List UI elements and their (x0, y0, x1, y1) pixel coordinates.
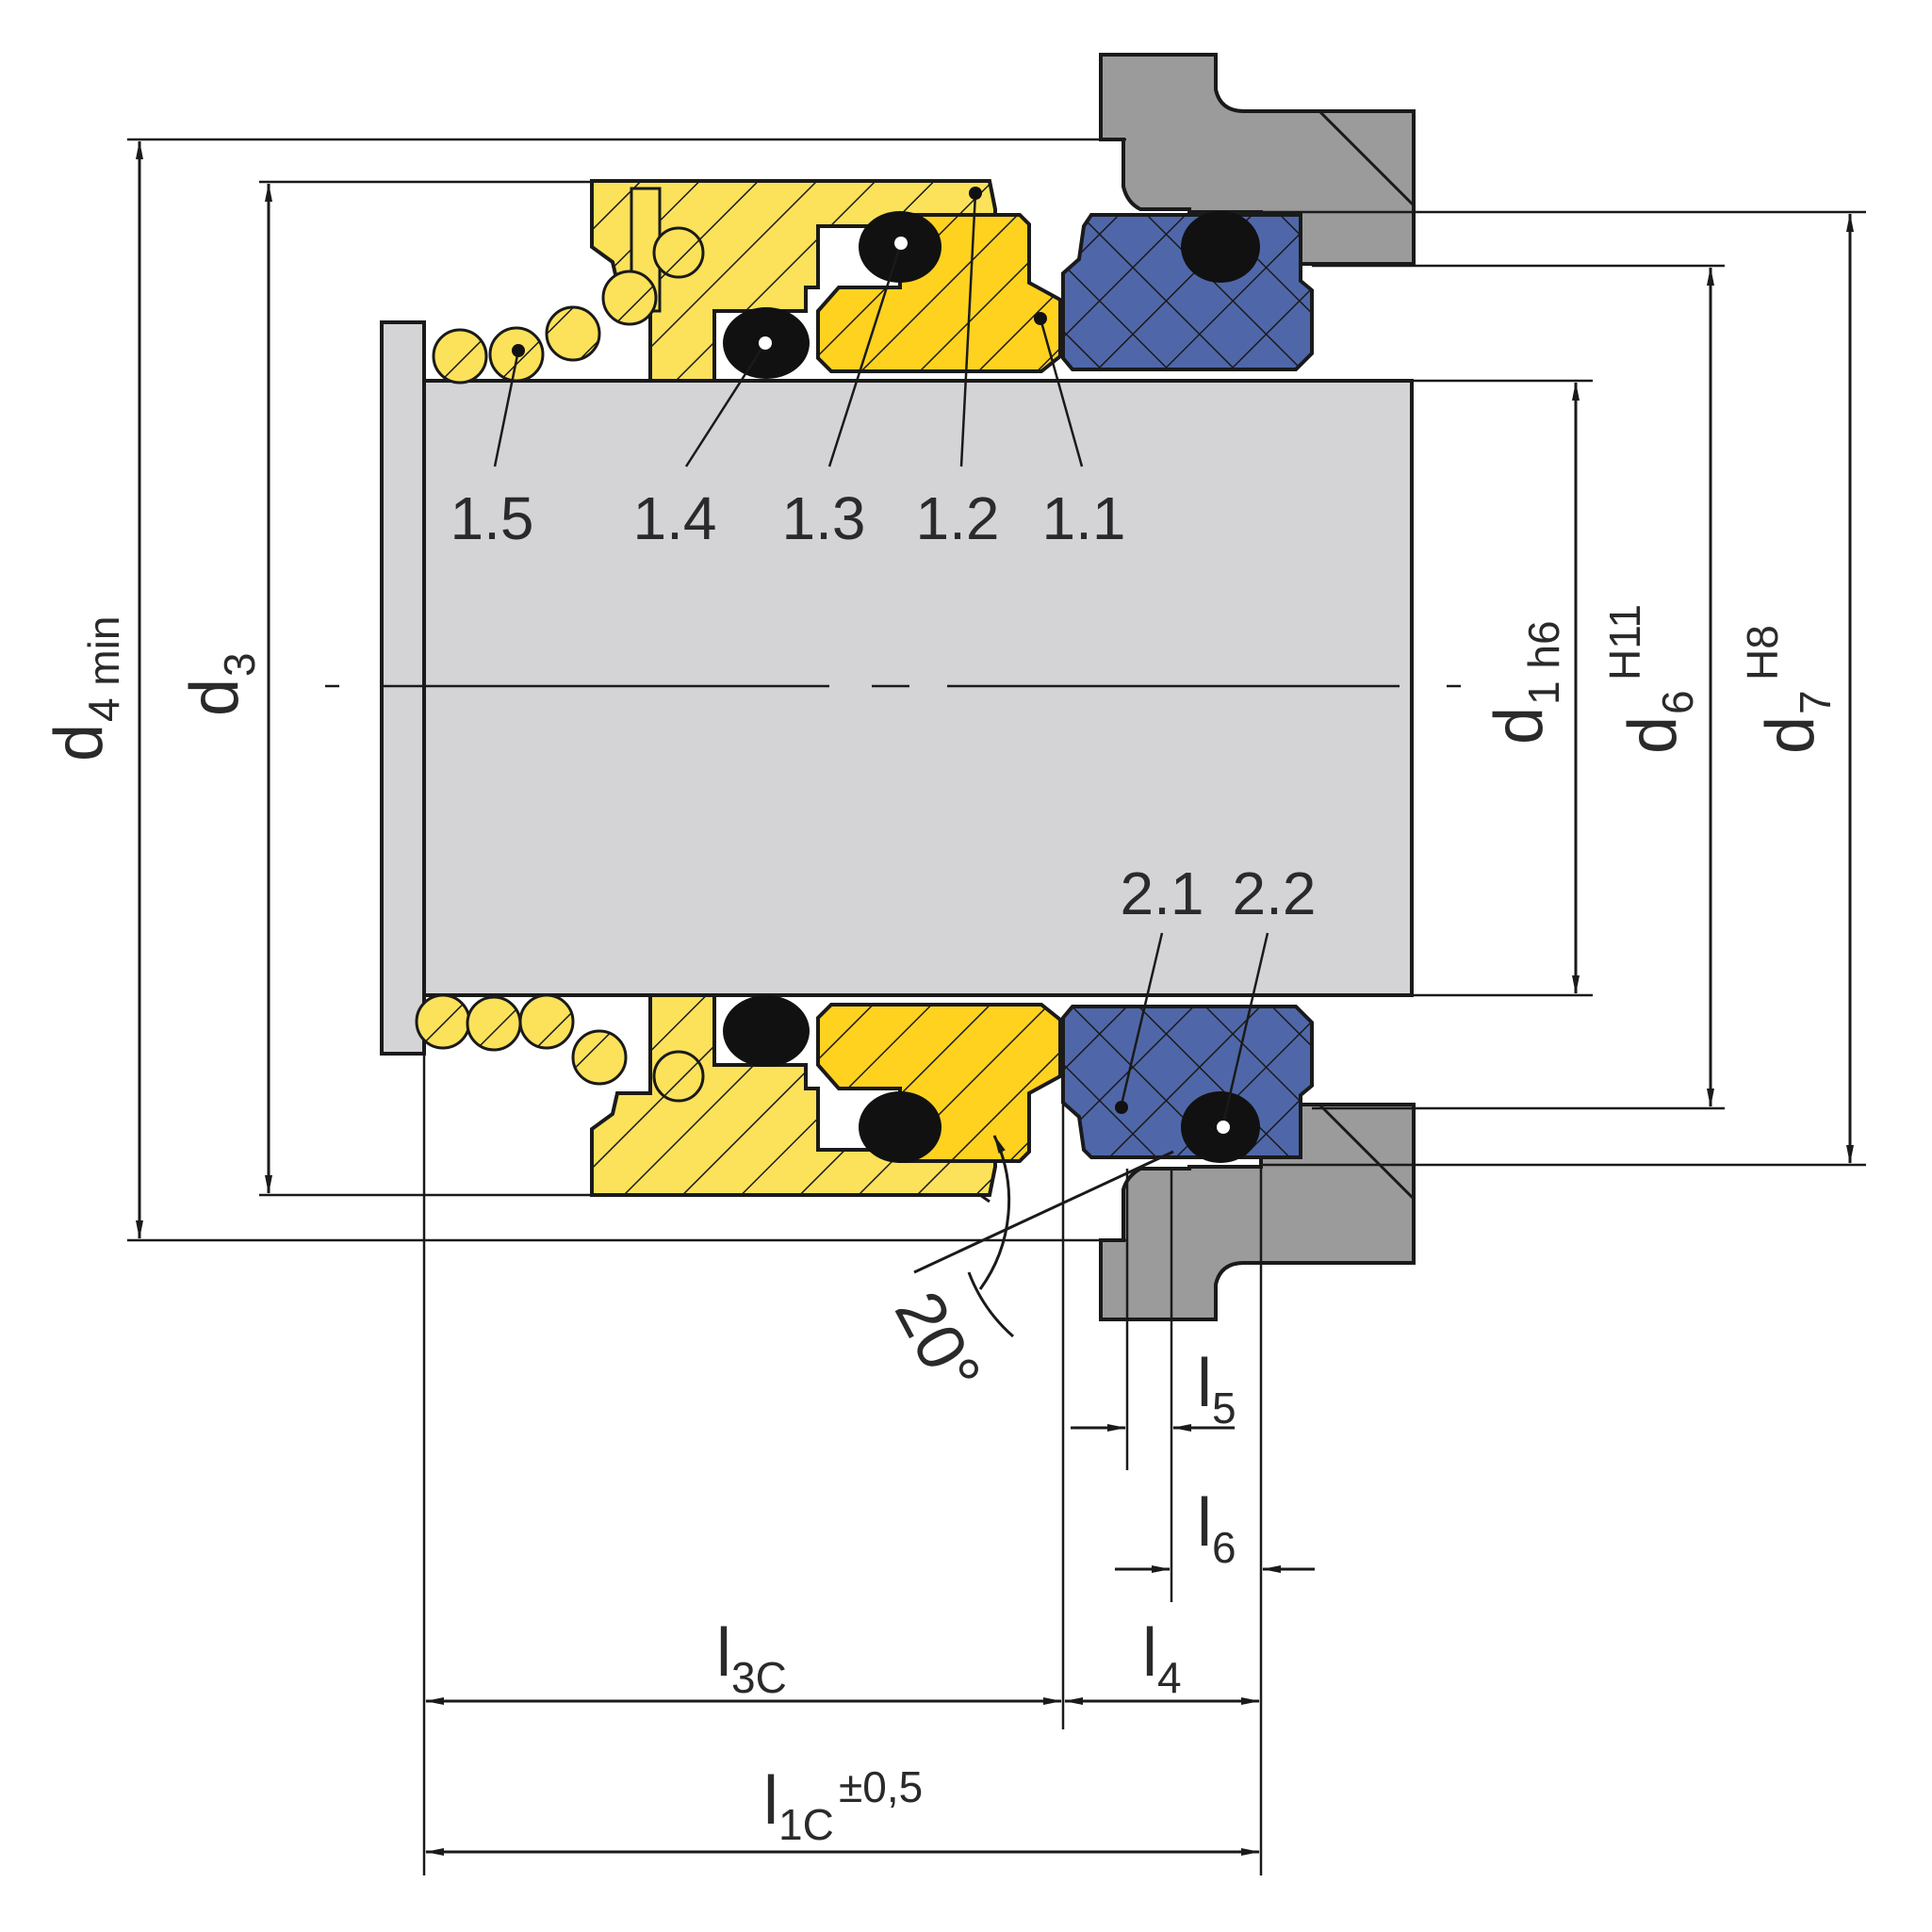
yl-carrier-hatch (592, 995, 995, 1195)
label-1-1: 1.1 (1042, 484, 1126, 552)
dimension-lines (136, 140, 1854, 1856)
l1c-tolerance: ±0,5 (839, 1762, 923, 1811)
dim-d6: d 6 H11 (1600, 604, 1702, 754)
spring-coil-hatch (654, 1052, 703, 1101)
dim-l5: l 5 (1197, 1346, 1236, 1433)
spring-coil-hatch (417, 995, 469, 1048)
d7-main: d (1753, 716, 1828, 754)
spring-coil-hatch (547, 307, 599, 360)
yl-face-hatch (818, 1005, 1060, 1161)
o-ring-1-3-lower (859, 1091, 941, 1163)
leader-lines (493, 192, 1269, 1124)
l1c-main: l (763, 1763, 778, 1839)
dim-d1: d 1 h6 (1482, 620, 1568, 745)
o-ring-2-2-upper (1181, 211, 1260, 283)
shaft (380, 320, 1414, 1056)
spring-coil-hatch (573, 1031, 626, 1084)
d1-main: d (1482, 707, 1557, 745)
l5-main: l (1197, 1346, 1212, 1421)
rotating-unit-upper (590, 179, 1062, 383)
dim-l1c: l 1C ±0,5 (763, 1762, 923, 1849)
spring-coil-hatch (467, 997, 520, 1050)
l4-main: l (1142, 1615, 1157, 1691)
dim-l4: l 4 (1142, 1615, 1182, 1702)
rotating-unit-lower (590, 993, 1062, 1197)
l4-sub: 4 (1157, 1653, 1182, 1702)
label-1-3: 1.3 (782, 484, 866, 552)
l3c-main: l (716, 1615, 731, 1691)
part-labels: 1.5 1.4 1.3 1.2 1.1 2.1 2.2 (450, 484, 1317, 927)
spring-coil-hatch (434, 330, 486, 383)
d4-sub: 4 min (79, 616, 128, 722)
spring-coil-hatch (654, 228, 703, 277)
label-1-2: 1.2 (916, 484, 1000, 552)
l6-main: l (1197, 1485, 1212, 1561)
l6-sub: 6 (1212, 1523, 1236, 1572)
angle-annotation (913, 1135, 1174, 1338)
leader-dots-white (759, 237, 1230, 1134)
leader-dots (512, 187, 1128, 1114)
l5-sub: 5 (1212, 1384, 1236, 1433)
label-2-1: 2.1 (1121, 860, 1204, 927)
d4-main: d (41, 724, 117, 761)
dim-d7: d 7 H8 (1738, 625, 1840, 754)
label-2-2: 2.2 (1233, 860, 1317, 927)
extension-lines (127, 138, 1866, 1875)
d3-sub: 3 (215, 652, 264, 677)
spring-coils (415, 226, 705, 1103)
l3c-sub: 3C (731, 1653, 787, 1702)
spring-coil-hatch (520, 995, 573, 1048)
dim-l6: l 6 (1197, 1485, 1236, 1572)
d7-sub: 7 (1791, 690, 1840, 714)
spring-coil-hatch (603, 271, 656, 324)
angle-label: 20° (880, 1280, 995, 1406)
d6-sub: 6 (1653, 690, 1702, 714)
d6-sup: H11 (1600, 604, 1649, 680)
dim-d4: d 4 min (41, 616, 128, 761)
d1-sub: 1 h6 (1519, 620, 1568, 705)
o-ring-1-4-lower (723, 995, 810, 1067)
l1c-sub: 1C (778, 1800, 834, 1849)
label-1-5: 1.5 (450, 484, 534, 552)
dim-d3: d 3 (177, 652, 264, 716)
d3-main: d (177, 679, 253, 716)
dim-l3c: l 3C (716, 1615, 787, 1702)
yu-face-hatch (818, 215, 1060, 371)
d7-sup: H8 (1738, 625, 1787, 680)
d6-main: d (1615, 716, 1691, 754)
label-1-4: 1.4 (633, 484, 717, 552)
